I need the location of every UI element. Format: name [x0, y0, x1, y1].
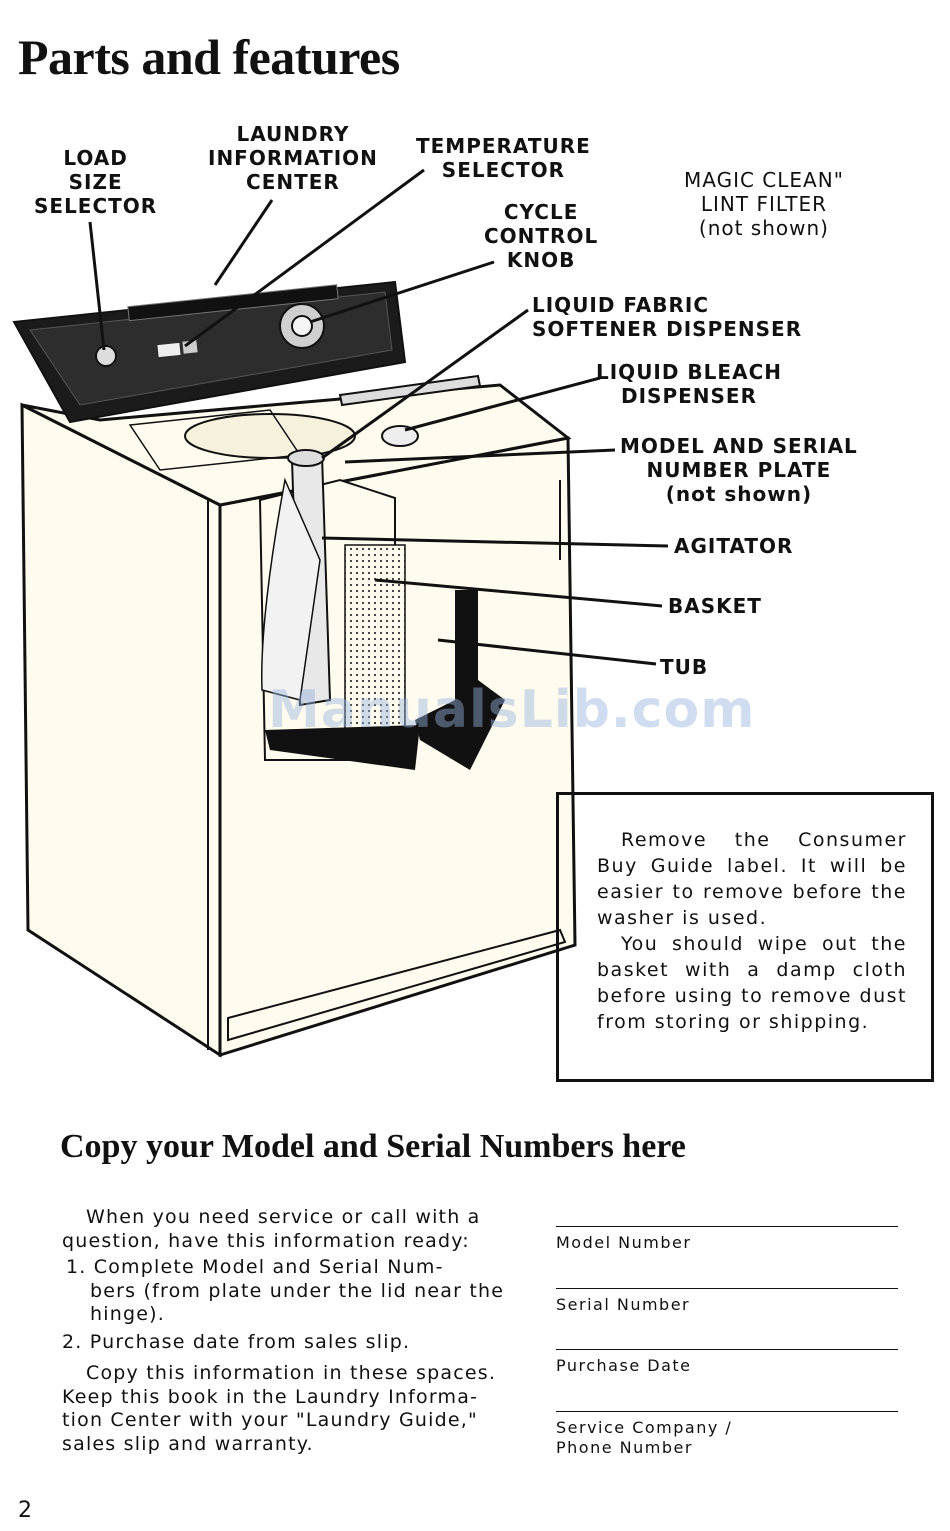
notice-paragraph-1: Remove the Consumer Buy Guide label. It …	[597, 829, 907, 929]
model-number-label: Model Number	[556, 1233, 692, 1252]
leader-lines	[88, 168, 669, 666]
instruction-item-2: 2. Purchase date from sales slip.	[62, 1331, 411, 1353]
load-size-knob	[95, 345, 117, 367]
serial-number-field[interactable]: Serial Number	[556, 1288, 898, 1315]
section-title: Copy your Model and Serial Numbers here	[60, 1128, 686, 1165]
page-title: Parts and features	[18, 29, 400, 85]
label-agitator: AGITATOR	[674, 534, 794, 558]
label-lint-filter: MAGIC CLEAN"LINT FILTER(not shown)	[684, 168, 844, 240]
serial-number-label: Serial Number	[556, 1295, 691, 1314]
washer-illustration	[12, 168, 669, 1058]
instruction-item-1: 1. Complete Model and Serial Num- bers (…	[66, 1256, 505, 1325]
purchase-date-field[interactable]: Purchase Date	[556, 1349, 898, 1376]
outro-text: Copy this information in these spaces. K…	[62, 1362, 497, 1455]
intro-text: When you need service or call with a que…	[62, 1206, 481, 1252]
tub-wall	[415, 590, 505, 770]
watermark: ManualsLib.com	[268, 680, 756, 740]
notice-box: Remove the Consumer Buy Guide label. It …	[556, 792, 934, 1082]
service-company-label: Service Company / Phone Number	[556, 1418, 733, 1457]
notice-paragraph-2: You should wipe out the basket with a da…	[597, 933, 907, 1033]
label-basket: BASKET	[668, 594, 762, 618]
purchase-date-label: Purchase Date	[556, 1356, 692, 1375]
washer-cabinet-front	[20, 402, 222, 1058]
model-number-field[interactable]: Model Number	[556, 1226, 898, 1253]
label-tub: TUB	[660, 655, 709, 679]
page-number: 2	[18, 1498, 32, 1523]
service-company-field[interactable]: Service Company / Phone Number	[556, 1411, 898, 1458]
